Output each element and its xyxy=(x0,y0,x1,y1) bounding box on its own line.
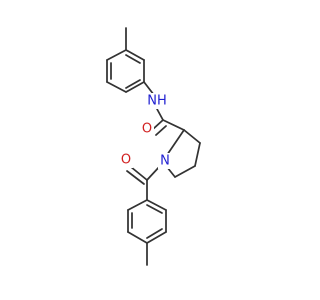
bond xyxy=(146,199,167,211)
atom-labels: NH O N O xyxy=(119,93,172,169)
bond xyxy=(126,170,145,185)
bond xyxy=(146,204,163,214)
lower-tolyl-ring xyxy=(127,199,167,266)
bond xyxy=(125,54,141,64)
bond xyxy=(130,166,148,181)
bond xyxy=(125,81,145,93)
bond xyxy=(127,199,148,211)
nh-label: NH xyxy=(147,94,167,109)
bond xyxy=(125,79,141,89)
bond xyxy=(183,129,201,144)
ring-nitrogen-label: N xyxy=(160,154,170,169)
bond xyxy=(125,49,145,61)
bond xyxy=(146,228,163,239)
bond xyxy=(155,125,167,136)
benzoyl-group xyxy=(126,165,161,201)
bond xyxy=(166,129,185,156)
bond xyxy=(174,165,196,178)
bond xyxy=(143,81,155,96)
amide-oxygen-label: O xyxy=(142,122,152,137)
bond xyxy=(106,49,127,61)
bond xyxy=(194,142,201,167)
bond xyxy=(146,165,161,181)
bond xyxy=(146,231,167,244)
bond xyxy=(127,231,148,244)
pyrrolidine-ring xyxy=(166,129,201,178)
bond xyxy=(162,119,185,131)
molecule-structure-diagram: NH O N O xyxy=(106,27,201,266)
ketone-oxygen-label: O xyxy=(121,153,131,168)
upper-tolyl-ring xyxy=(106,27,145,93)
bond xyxy=(156,108,164,121)
bond xyxy=(106,81,127,93)
